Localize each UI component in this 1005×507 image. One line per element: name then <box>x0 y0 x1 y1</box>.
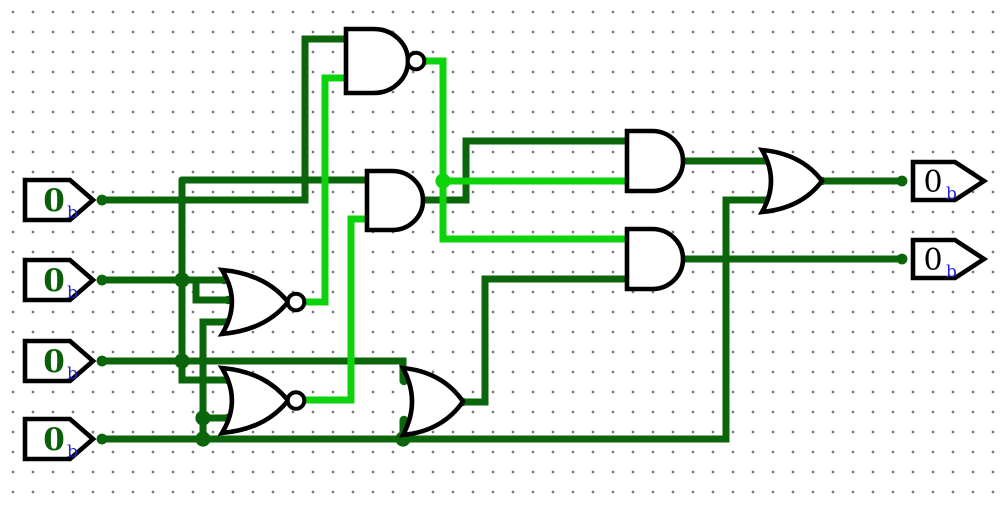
output-pin-value: 0 <box>923 165 942 200</box>
input-pin-shape <box>22 416 97 462</box>
nand-gate[interactable] <box>343 26 427 96</box>
or-gate-right[interactable] <box>757 147 825 215</box>
nand-gate-body <box>343 26 411 96</box>
pin-connection-dot <box>96 355 108 367</box>
pin-connection-dot <box>896 253 908 265</box>
input-pin-shape <box>22 177 97 223</box>
wire-low[interactable] <box>419 137 631 204</box>
wire-junction <box>174 353 190 369</box>
input-pin-value: 0 <box>43 344 65 380</box>
wire-high[interactable] <box>300 74 350 306</box>
wire-junction <box>174 272 190 288</box>
input-pin-radix: b <box>67 283 78 303</box>
wire-junction <box>435 173 451 189</box>
input-pin-shape <box>22 338 97 384</box>
wire-low[interactable] <box>178 176 232 384</box>
or-gate-body <box>398 365 466 438</box>
wire-junction <box>195 431 211 447</box>
output-pin-radix: b <box>946 184 957 204</box>
wire-low[interactable] <box>459 275 631 406</box>
output-pin-shape <box>910 159 989 203</box>
output-pin-radix: b <box>946 262 957 282</box>
wire-junction <box>195 410 211 426</box>
wire-low[interactable] <box>199 318 232 443</box>
and-gate-middle[interactable] <box>364 168 426 233</box>
inverter-bubble <box>285 390 307 411</box>
wire-high[interactable] <box>421 57 631 243</box>
and-gate-body <box>364 168 426 233</box>
nor-gate-body <box>217 267 291 337</box>
pin-connection-dot <box>96 194 108 206</box>
input-pin-value: 0 <box>43 183 65 219</box>
pin-connection-dot <box>96 433 108 445</box>
wire-low[interactable] <box>98 35 350 204</box>
and-gate-body <box>624 128 686 194</box>
inverter-bubble <box>405 50 427 72</box>
or-gate-bottom[interactable] <box>398 365 466 438</box>
wire-low[interactable] <box>192 276 232 304</box>
wire-endpoint <box>399 415 409 425</box>
nor-gate-1[interactable] <box>217 267 307 337</box>
input-pin-radix: b <box>67 442 78 462</box>
and-gate-top-right[interactable] <box>624 128 686 194</box>
nor-gate-body <box>217 365 291 436</box>
input-pin-shape <box>22 257 97 303</box>
wire-low[interactable] <box>98 196 772 443</box>
nor-gate-2[interactable] <box>217 365 307 436</box>
output-pin-value: 0 <box>923 243 942 278</box>
and-gate-bottom-right[interactable] <box>624 226 686 292</box>
input-pin-radix: b <box>67 203 78 223</box>
inverter-bubble <box>285 291 307 313</box>
input-pin-value: 0 <box>43 263 65 299</box>
input-pin-value: 0 <box>43 422 65 458</box>
output-pin-shape <box>910 237 989 281</box>
pin-connection-dot <box>96 274 108 286</box>
input-pin-radix: b <box>67 364 78 384</box>
and-gate-body <box>624 226 686 292</box>
wire-high[interactable] <box>300 215 371 404</box>
pin-connection-dot <box>896 175 908 187</box>
or-gate-body <box>757 147 825 215</box>
